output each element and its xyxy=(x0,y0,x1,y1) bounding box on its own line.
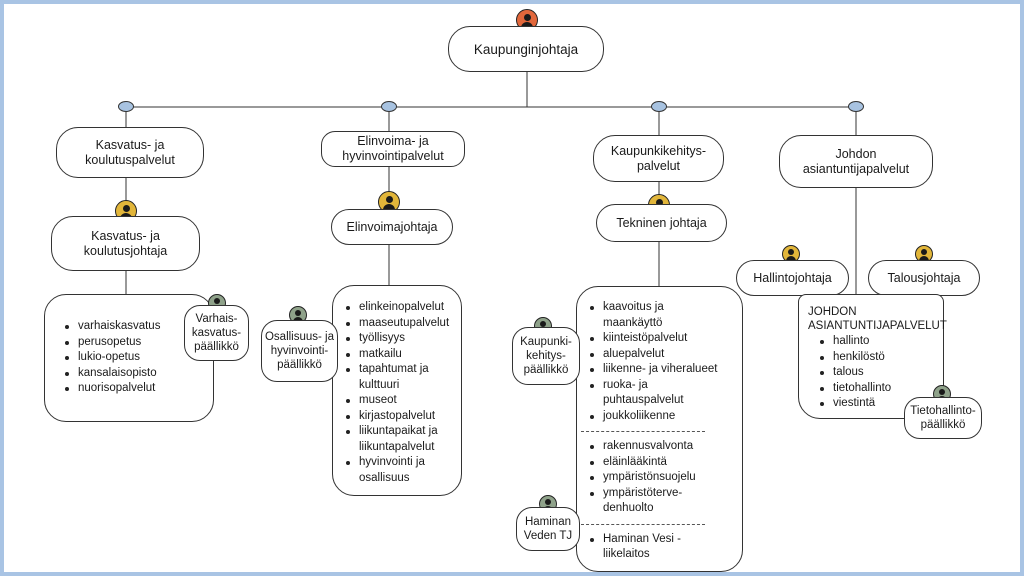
staff-node-osallisuus: Osallisuus- ja hyvinvointi- päällikkö xyxy=(261,320,338,382)
list-item: maaseutupalvelut xyxy=(343,316,457,332)
list-item: rakennusvalvonta xyxy=(587,439,738,455)
list-item: talous xyxy=(817,365,939,381)
list-item: kiinteistöpalvelut xyxy=(587,331,738,347)
list-item: Haminan Vesi - liikelaitos xyxy=(587,532,738,563)
staff-node-haminan-vesi: Haminan Veden TJ xyxy=(516,507,580,551)
list-item: aluepalvelut xyxy=(587,347,738,363)
list-item: museot xyxy=(343,393,457,409)
director-node-kasvatus: Kasvatus- ja koulutusjohtaja xyxy=(51,216,200,271)
connector-dot xyxy=(848,101,864,112)
list-item: työllisyys xyxy=(343,331,457,347)
list-item: lukio-opetus xyxy=(62,350,213,366)
list-item: hallinto xyxy=(817,334,939,350)
list-item: varhaiskasvatus xyxy=(62,319,213,335)
list-item: liikuntapaikat ja liikuntapalvelut xyxy=(343,424,457,455)
list-item: tapahtumat ja kulttuuri xyxy=(343,362,457,393)
division-node-johdon: Johdon asiantuntijapalvelut xyxy=(779,135,933,188)
list-item: elinkeinopalvelut xyxy=(343,300,457,316)
dashed-divider xyxy=(581,523,705,525)
list-item: joukkoliikenne xyxy=(587,409,738,425)
list-item: hyvinvointi ja osallisuus xyxy=(343,455,457,486)
list-item: eläinlääkintä xyxy=(587,455,738,471)
connector-dot xyxy=(651,101,667,112)
list-item: perusopetus xyxy=(62,335,213,351)
list-item: tietohallinto xyxy=(817,381,939,397)
connector-lines xyxy=(125,72,857,294)
list-item: matkailu xyxy=(343,347,457,363)
staff-node-varhaiskasvatus: Varhais- kasvatus- päällikkö xyxy=(184,305,249,361)
director-node-tekninen: Tekninen johtaja xyxy=(596,204,727,242)
list-item: nuorisopalvelut xyxy=(62,381,213,397)
connector-dot xyxy=(381,101,397,112)
connector-dot xyxy=(118,101,134,112)
person-icon xyxy=(915,245,933,263)
list-item: henkilöstö xyxy=(817,350,939,366)
list-item: liikenne- ja viheralueet xyxy=(587,362,738,378)
top-node-kaupunginjohtaja: Kaupunginjohtaja xyxy=(448,26,604,72)
division-node-elinvoima: Elinvoima- ja hyvinvointipalvelut xyxy=(321,131,465,167)
division-node-kasvatus: Kasvatus- ja koulutuspalvelut xyxy=(56,127,204,178)
staff-node-tietohallinto: Tietohallinto- päällikkö xyxy=(904,397,982,439)
list-item: viestintä xyxy=(817,396,939,412)
list-item: ympäristönsuojelu xyxy=(587,470,738,486)
list-item: kansalaisopisto xyxy=(62,366,213,382)
division-node-kaupunkikehitys: Kaupunkikehitys- palvelut xyxy=(593,135,724,182)
list-item: ympäristöterve- denhuolto xyxy=(587,486,738,517)
director-node-talous: Talousjohtaja xyxy=(868,260,980,296)
staff-node-kaupunkikehitys: Kaupunki- kehitys- päällikkö xyxy=(512,327,580,385)
director-node-hallinto: Hallintojohtaja xyxy=(736,260,849,296)
list-item: ruoka- ja puhtauspalvelut xyxy=(587,378,738,409)
service-list: Haminan Vesi - liikelaitos xyxy=(587,532,738,563)
list-item: kaavoitus ja maankäyttö xyxy=(587,300,738,331)
dashed-divider xyxy=(581,431,705,432)
director-node-elinvoima: Elinvoimajohtaja xyxy=(331,209,453,245)
list-heading: JOHDON ASIANTUNTIJAPALVELUT xyxy=(808,306,947,332)
list-item: kirjastopalvelut xyxy=(343,409,457,425)
